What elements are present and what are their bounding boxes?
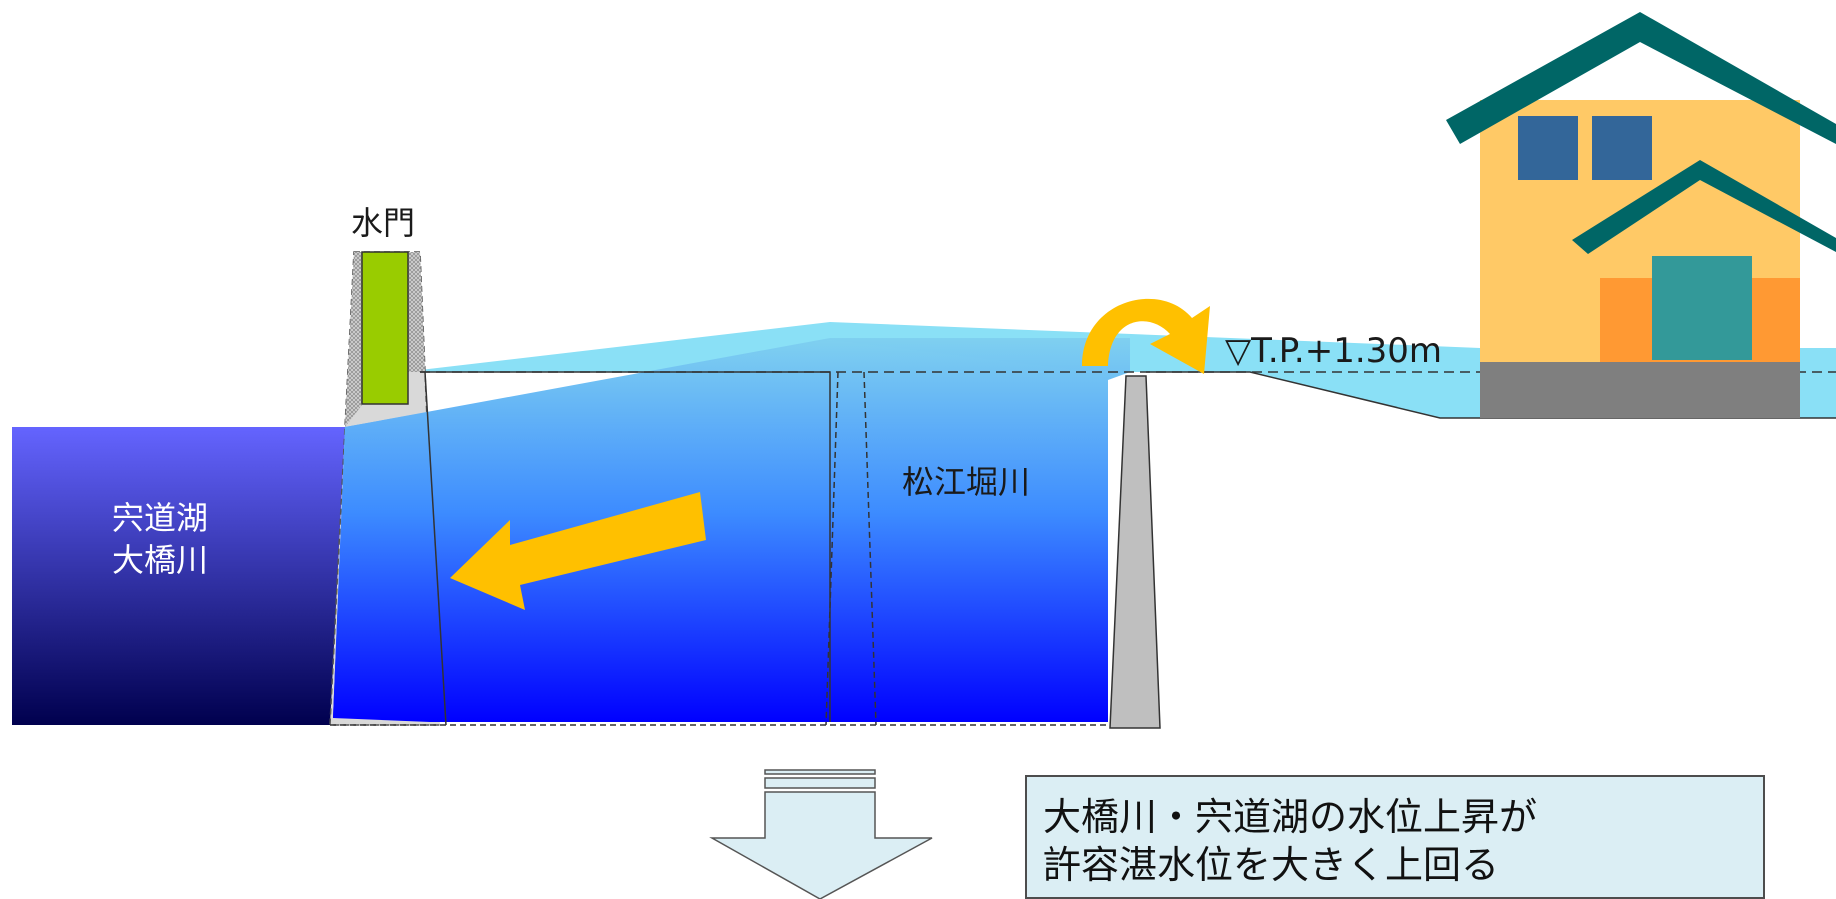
house <box>1446 12 1836 418</box>
lake-label: 宍道湖 大橋川 <box>100 497 220 581</box>
water-level-label: ▽T.P.+1.30m <box>1225 331 1443 371</box>
overflow-arrow <box>1082 298 1210 374</box>
note-line2: 許容湛水位を大きく上回る <box>1043 843 1500 887</box>
gate-face-line <box>424 371 447 726</box>
gate-hatch <box>345 252 362 427</box>
river-label: 松江堀川 <box>902 463 1031 501</box>
lake-water <box>12 427 348 725</box>
note-box: 大橋川・宍道湖の水位上昇が 許容湛水位を大きく上回る <box>1025 775 1765 899</box>
channel-divider-b <box>863 371 877 726</box>
gate-hatch-right <box>408 252 425 372</box>
channel-divider-a <box>825 371 839 726</box>
flow-arrow <box>450 492 706 610</box>
river-water-main <box>333 340 1108 722</box>
down-arrow-icon <box>709 769 933 899</box>
lake-label-line1: 宍道湖 <box>111 499 208 537</box>
water-gate <box>361 251 409 405</box>
embankment-wall <box>1109 375 1161 729</box>
gate-label: 水門 <box>351 204 416 242</box>
lake-label-line2: 大橋川 <box>111 541 208 579</box>
note-line1: 大橋川・宍道湖の水位上昇が <box>1043 795 1538 839</box>
